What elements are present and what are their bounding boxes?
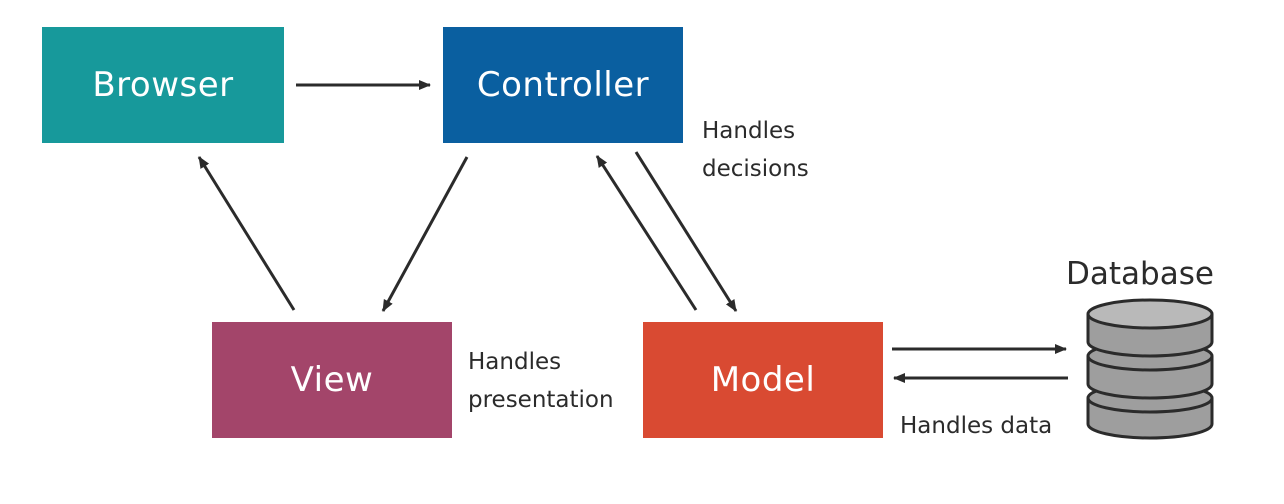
model-node: Model [643, 322, 883, 438]
database-title: Database [1066, 256, 1214, 292]
note-data-text: Handles data [900, 413, 1053, 439]
view-node: View [212, 322, 452, 438]
controller-node: Controller [443, 27, 683, 143]
arrow-model-to-controller [595, 155, 698, 311]
note-handles-data: Handles data [900, 407, 1052, 445]
model-label: Model [710, 360, 816, 400]
arrow-controller-to-view [381, 156, 469, 312]
note-decisions-line2: decisions [702, 156, 809, 182]
note-presentation-line2: presentation [468, 387, 614, 413]
browser-node: Browser [42, 27, 284, 143]
note-handles-decisions: Handles decisions [702, 112, 809, 188]
note-decisions-line1: Handles [702, 118, 796, 144]
database-disk-top-cap [1086, 298, 1214, 330]
arrow-controller-to-model [634, 151, 738, 312]
note-presentation-line1: Handles [468, 349, 562, 375]
arrow-view-to-browser [197, 156, 296, 311]
controller-label: Controller [476, 65, 650, 105]
note-handles-presentation: Handles presentation [468, 343, 614, 419]
view-label: View [290, 360, 374, 400]
browser-label: Browser [92, 65, 234, 105]
